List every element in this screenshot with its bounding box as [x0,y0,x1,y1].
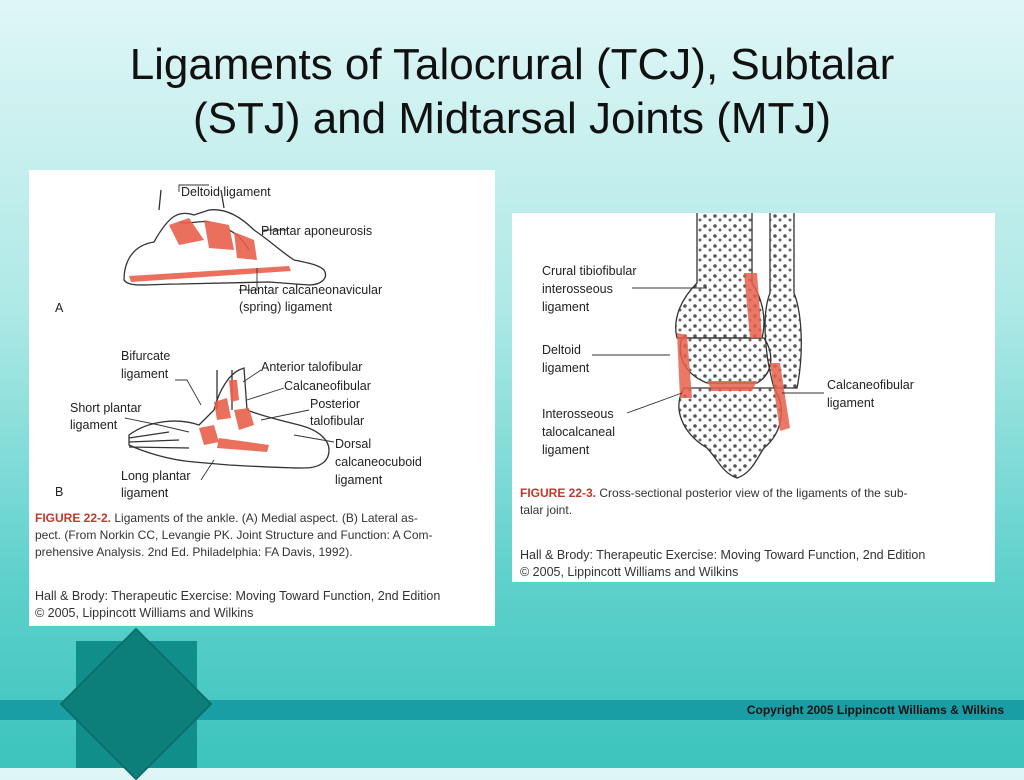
label-calcaneofibular: Calcaneofibular [284,379,371,393]
caption-line1: Ligaments of the ankle. (A) Medial aspec… [114,511,418,525]
label-panel-b: B [55,485,64,499]
figure-caption-22-3: FIGURE 22-3. Cross-sectional posterior v… [520,485,970,519]
figure-caption-22-2: FIGURE 22-2. Ligaments of the ankle. (A)… [35,510,485,561]
copyright-text: Copyright 2005 Lippincott Williams & Wil… [746,703,1004,717]
label-spring-ligament-2: (spring) ligament [239,300,333,314]
credit-line1: Hall & Brody: Therapeutic Exercise: Movi… [35,589,441,603]
label-bifurcate-2: ligament [121,367,169,381]
label-interosseous-3: ligament [542,443,590,457]
label-spring-ligament-1: Plantar calcaneonavicular [239,283,383,297]
subtalar-illustration [592,213,824,479]
ankle-illustration [123,184,335,481]
label-short-plantar-2: ligament [70,418,118,432]
footer-band [0,700,1024,720]
label-deltoid-2: ligament [542,361,590,375]
slide-title-line2: (STJ) and Midtarsal Joints (MTJ) [192,94,832,143]
label-deltoid-1: Deltoid [542,343,581,357]
label-posterior-talofibular-1: Posterior [310,397,361,411]
label-crural-3: ligament [542,300,590,314]
caption-line3: prehensive Analysis. 2nd Ed. Philadelphi… [35,545,353,559]
credit-line2: © 2005, Lippincott Williams and Wilkins [520,565,739,579]
caption-line2: talar joint. [520,503,573,517]
figure-number: FIGURE 22-2. [35,511,112,525]
label-interosseous-1: Interosseous [542,407,614,421]
figure-ankle-ligaments: Deltoid ligament Plantar aponeurosis Pla… [29,170,495,626]
credit-line1: Hall & Brody: Therapeutic Exercise: Movi… [520,548,926,562]
label-crural-2: interosseous [542,282,613,296]
label-dorsal-calcaneocuboid-2: calcaneocuboid [335,455,422,469]
label-long-plantar-2: ligament [121,486,169,500]
label-dorsal-calcaneocuboid-3: ligament [335,473,383,487]
label-interosseous-2: talocalcaneal [542,425,615,439]
label-short-plantar-1: Short plantar [70,401,142,415]
label-bifurcate-1: Bifurcate [121,349,171,363]
label-crural-1: Crural tibiofibular [542,264,637,278]
figure-subtalar-cross-section: Crural tibiofibular interosseous ligamen… [512,213,995,582]
slide-title: Ligaments of Talocrural (TCJ), Subtalar … [0,38,1024,146]
slide-title-line1: Ligaments of Talocrural (TCJ), Subtalar [129,40,895,89]
label-anterior-talofibular: Anterior talofibular [261,360,363,374]
label-deltoid-ligament: Deltoid ligament [181,185,271,199]
label-panel-a: A [55,301,64,315]
caption-line1: Cross-sectional posterior view of the li… [599,486,908,500]
label-long-plantar-1: Long plantar [121,469,191,483]
label-calcaneofibular-1: Calcaneofibular [827,378,914,392]
credit-line2: © 2005, Lippincott Williams and Wilkins [35,606,254,620]
caption-line2: pect. (From Norkin CC, Levangie PK. Join… [35,528,433,542]
label-dorsal-calcaneocuboid-1: Dorsal [335,437,372,451]
label-calcaneofibular-2: ligament [827,396,875,410]
label-plantar-aponeurosis: Plantar aponeurosis [261,224,373,238]
label-posterior-talofibular-2: talofibular [310,414,365,428]
figure-number: FIGURE 22-3. [520,486,597,500]
